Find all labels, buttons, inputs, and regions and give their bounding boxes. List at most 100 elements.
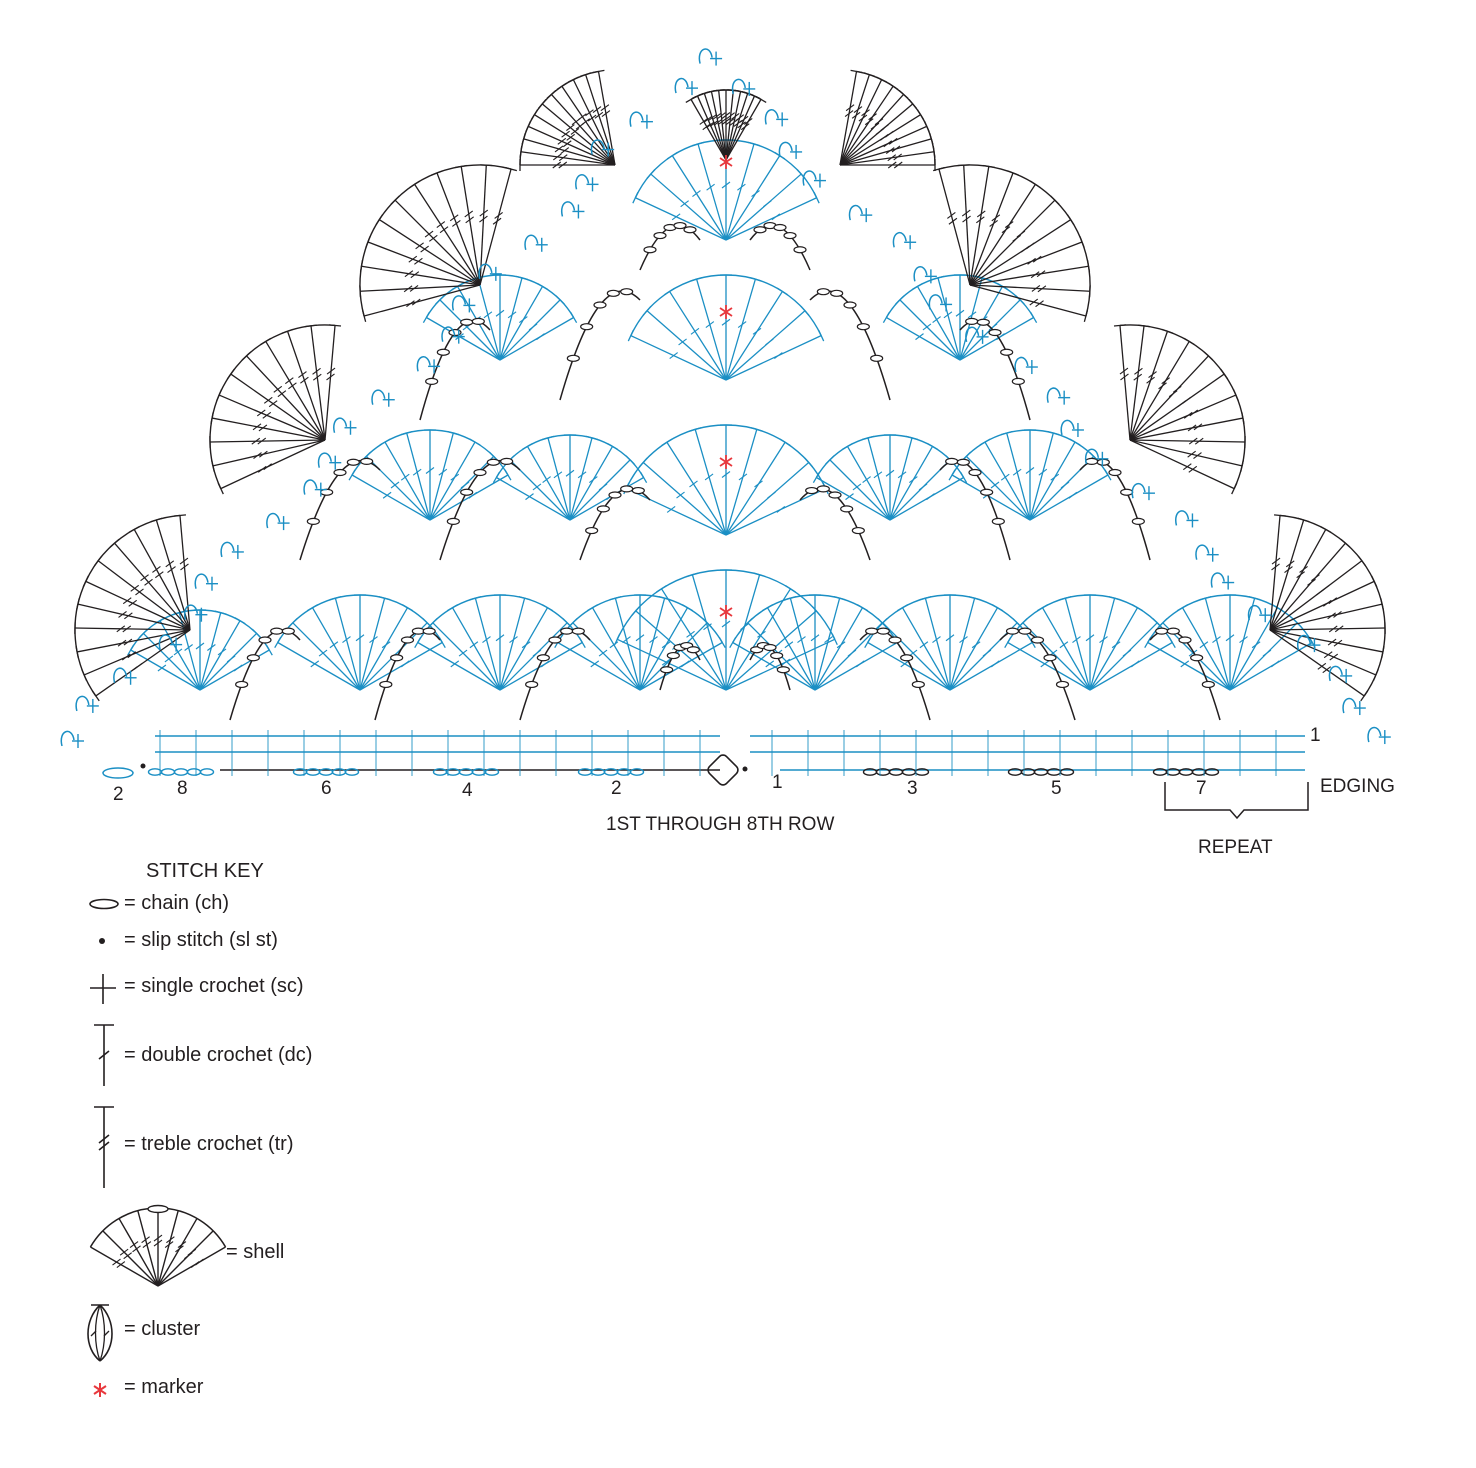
fan-spoke (725, 429, 758, 536)
stitch-tick (479, 215, 488, 223)
stitch-tick (887, 161, 897, 169)
stitch-tick (990, 660, 1000, 668)
fan-arc (625, 424, 827, 489)
stitch-tick (1251, 641, 1261, 649)
stitch-tick (152, 565, 161, 573)
stitch-tick (1199, 641, 1209, 649)
fan-spoke (85, 580, 191, 631)
edging-scallop (220, 541, 244, 559)
stitch-tick (180, 563, 189, 571)
fan-motif (623, 424, 829, 536)
fan-arc (1279, 514, 1386, 697)
stitch-tick (1271, 563, 1280, 571)
marker (719, 605, 733, 619)
stitch-tick (692, 190, 701, 198)
fan-spoke (710, 91, 727, 161)
chain-stitch (830, 289, 844, 297)
fan-spoke (639, 607, 689, 691)
fan-spoke (1269, 627, 1385, 631)
stitch-tick (598, 649, 608, 657)
stitch-tick (967, 311, 977, 319)
stitch-tick (429, 234, 438, 242)
stitch-tick (404, 270, 414, 278)
fan-spoke (520, 151, 616, 166)
stitch-tick (1119, 367, 1129, 375)
fan-motif (348, 429, 512, 521)
picot (1131, 482, 1146, 499)
chain-stitch (390, 654, 404, 662)
stitch-tick (703, 623, 712, 631)
chain-stitch (235, 680, 249, 689)
stitch-tick (737, 121, 746, 129)
fan-spoke (212, 439, 326, 467)
fan-motif (414, 594, 586, 691)
fan-motif (1004, 594, 1176, 691)
fan-spoke (77, 603, 191, 631)
stitch-key-title: STITCH KEY (146, 860, 264, 882)
stitch-tick (767, 491, 776, 499)
stitch-tick (947, 212, 956, 219)
fan-spoke (557, 641, 641, 691)
fan-spoke (937, 277, 961, 361)
stitch-tick (721, 318, 731, 326)
fan-spoke (1129, 373, 1225, 441)
shell-spoke (157, 1218, 198, 1287)
chain-stitch (763, 643, 777, 652)
stitch-tick (479, 209, 489, 217)
chain-stitch (1000, 348, 1014, 356)
stitch-tick (1068, 491, 1078, 499)
stitch-tick (585, 109, 594, 117)
stitch-tick (1026, 242, 1035, 250)
stitch-tick (765, 660, 775, 668)
stitch-tick (873, 471, 883, 479)
stitch-tick (262, 411, 272, 419)
stitch-tick (298, 371, 307, 378)
stitch-tick (717, 118, 727, 126)
edging-scallop (802, 170, 826, 188)
fan-spoke (725, 99, 762, 161)
stitch-tick (922, 323, 932, 331)
fan-spoke (725, 291, 783, 381)
fan-spoke (1269, 603, 1383, 631)
fan-spoke (1181, 607, 1231, 691)
stitch-tick (1036, 270, 1046, 278)
stitch-tick (118, 610, 127, 618)
stitch-tick (797, 636, 806, 643)
stitch-tick (1320, 584, 1330, 592)
stitch-tick (553, 471, 563, 479)
fan-motif (1269, 514, 1386, 702)
edging-scallop (674, 77, 698, 96)
fan-spoke (394, 199, 481, 286)
stitch-tick (943, 311, 953, 319)
fan-spoke (696, 95, 727, 161)
fan-spoke (360, 284, 481, 292)
treble-crochet-icon (94, 1106, 114, 1188)
stitch-tick (1284, 566, 1293, 573)
stitch-tick (757, 630, 766, 638)
fan-spoke (1041, 607, 1091, 691)
chain-stitch (753, 226, 767, 234)
stitch-tick (400, 473, 410, 481)
fan-spoke (984, 441, 1031, 521)
stitch-tick (771, 213, 781, 221)
chain-stitch (660, 666, 674, 674)
stitch-tick (861, 109, 870, 117)
stitch-tick (852, 483, 862, 491)
fan-spoke (1269, 629, 1384, 653)
edging-scallop (764, 109, 789, 127)
fan-spoke (1229, 622, 1298, 691)
edging-scallop (317, 452, 342, 470)
fan-spoke (949, 598, 976, 691)
shell-spoke (137, 1210, 159, 1287)
chain-stitch (1201, 680, 1215, 689)
fan-spoke (969, 199, 1056, 286)
fan-spoke (867, 641, 951, 691)
stitch-tick (635, 634, 645, 642)
stitch-tick (509, 636, 518, 643)
stitch-tick (195, 642, 205, 650)
chain-stitch (805, 486, 819, 495)
fan-spoke (949, 641, 1033, 691)
stitch-tick (721, 471, 731, 478)
fan-spoke (839, 71, 858, 166)
fan-spoke (1269, 629, 1365, 697)
